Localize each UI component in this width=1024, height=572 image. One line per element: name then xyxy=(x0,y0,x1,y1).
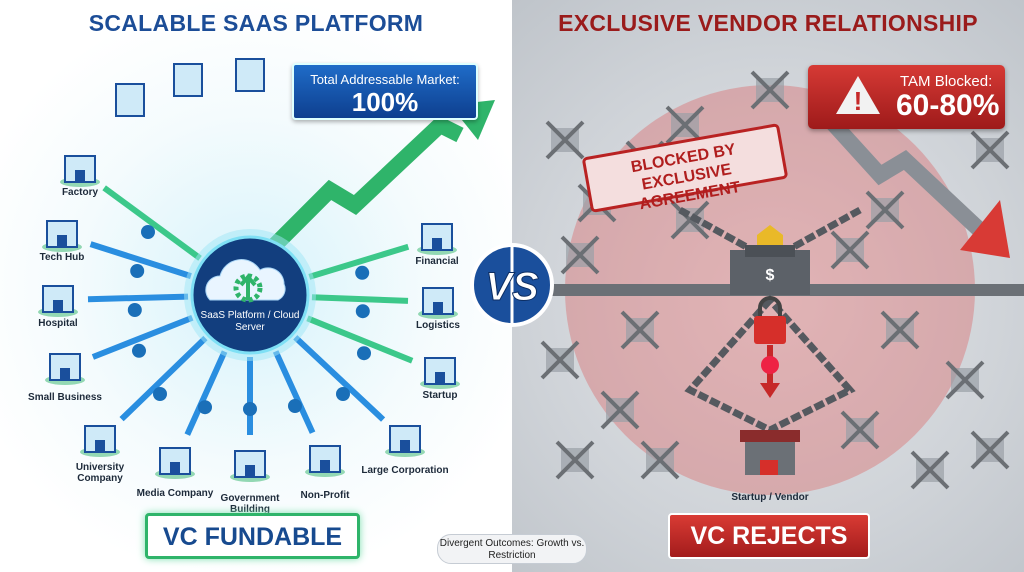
dollar-coin-icon xyxy=(243,402,257,416)
tam-label: Total Addressable Market: xyxy=(310,72,460,87)
growth-arrow xyxy=(264,115,464,256)
left-title: SCALABLE SAAS PLATFORM xyxy=(88,10,424,36)
dollar-coin-icon xyxy=(355,304,370,319)
blocked-customer-icon xyxy=(620,310,660,350)
vc-rejects-badge: VC REJECTS xyxy=(668,513,870,559)
right-title: EXCLUSIVE VENDOR RELATIONSHIP xyxy=(558,10,978,36)
vs-text: VS xyxy=(485,265,539,309)
segment-label: Small Business xyxy=(28,392,102,403)
blocked-customer-icon xyxy=(640,440,680,480)
blocked-customer-icon xyxy=(665,105,705,145)
segment-building-icon xyxy=(80,425,120,457)
market-segment-icons xyxy=(38,58,460,482)
decline-arrow xyxy=(824,114,991,241)
dollar-coin-icon xyxy=(132,343,146,358)
tam-value: 100% xyxy=(351,87,419,117)
dollar-coin-icon xyxy=(198,400,212,415)
tam-blocked-label: TAM Blocked: xyxy=(900,73,993,90)
segment-building-icon xyxy=(45,353,85,385)
svg-text:$: $ xyxy=(766,267,775,284)
blocked-customer-icon xyxy=(560,235,600,275)
blocked-customer-icon xyxy=(880,310,920,350)
building-icon xyxy=(235,58,265,92)
dollar-coin-icon xyxy=(288,399,302,413)
distribution-arrows xyxy=(87,185,414,436)
vs-badge xyxy=(470,243,554,327)
castle-icon: $ xyxy=(730,225,810,295)
arrow xyxy=(272,350,316,434)
segment-label: Logistics xyxy=(416,320,460,331)
arrow xyxy=(89,241,192,280)
padlock-icon xyxy=(754,296,786,344)
tam-callout: Total Addressable Market: 100% xyxy=(292,63,478,120)
arrow xyxy=(306,315,414,364)
decline-arrow-head xyxy=(960,200,1010,258)
svg-text:!: ! xyxy=(854,86,863,116)
arrow xyxy=(102,185,202,261)
arrow xyxy=(308,243,410,280)
platform-hub xyxy=(184,229,316,361)
upload-arrow-icon xyxy=(239,273,257,300)
segment-label: Financial xyxy=(415,256,459,267)
dollar-coin-icon xyxy=(355,265,370,280)
segment-label: Hospital xyxy=(38,318,78,329)
segment-building-icon xyxy=(418,287,458,319)
blocked-customer-icon xyxy=(540,340,580,380)
segment-label: Large Corporation xyxy=(361,465,449,476)
dollar-coin-icon xyxy=(127,303,142,317)
blocked-customer-icon xyxy=(970,130,1010,170)
platform-label: SaaS Platform / Cloud Server xyxy=(200,310,300,333)
segment-building-icon xyxy=(42,220,82,252)
arrow xyxy=(293,335,386,422)
blocked-customer-icon xyxy=(945,360,985,400)
dollar-coin-icon xyxy=(153,387,167,401)
segment-building-icon xyxy=(38,285,78,317)
dollar-coin-icon xyxy=(336,387,350,401)
segment-building-icon xyxy=(60,155,100,187)
divergent-outcomes-pill: Divergent Outcomes: Growth vs. Restricti… xyxy=(437,534,587,564)
vendor-shop-icon xyxy=(740,430,800,475)
segment-building-icon xyxy=(420,357,460,389)
blocked-customer-icon xyxy=(970,430,1010,470)
vc-fundable-badge: VC FUNDABLE xyxy=(145,513,360,559)
arrow xyxy=(184,350,228,436)
dollar-coin-icon xyxy=(141,225,155,239)
segment-label: University Company xyxy=(75,462,125,484)
segment-label: Non-Profit xyxy=(300,490,350,501)
segment-building-icon xyxy=(155,447,195,479)
dollar-coin-icon xyxy=(130,264,145,278)
blocked-customer-icon xyxy=(910,450,950,490)
arrow xyxy=(91,314,194,360)
building-icon xyxy=(173,63,203,97)
blocked-customer-icon xyxy=(545,120,585,160)
arrow xyxy=(87,293,189,303)
blocked-customer-icon xyxy=(830,230,870,270)
blocked-customer-icon xyxy=(840,410,880,450)
segment-building-icon xyxy=(230,450,270,482)
money-drain-arrow xyxy=(760,345,780,398)
segment-label: Factory xyxy=(61,187,99,198)
dollar-coin-icon xyxy=(357,346,371,361)
segment-building-icon xyxy=(305,445,345,477)
building-icon xyxy=(115,83,145,117)
tam-blocked-callout: ! TAM Blocked: 60-80% xyxy=(808,65,1005,129)
warning-icon: ! xyxy=(836,76,880,116)
segment-label: Media Company xyxy=(136,488,214,499)
segment-label: Tech Hub xyxy=(39,252,85,263)
segment-label: Startup xyxy=(422,390,458,401)
blocked-customer-icon xyxy=(600,390,640,430)
arrow xyxy=(119,335,208,422)
segment-label: Government Building xyxy=(220,493,280,515)
blocked-customer-icon xyxy=(555,440,595,480)
arrow xyxy=(311,294,409,304)
vendor-label: Startup / Vendor xyxy=(731,492,809,503)
blocked-customer-icon xyxy=(865,190,905,230)
tam-blocked-value: 60-80% xyxy=(896,89,1000,122)
blocked-customer-icon xyxy=(750,70,790,110)
segment-building-icon xyxy=(417,223,457,255)
segment-building-icon xyxy=(385,425,425,457)
